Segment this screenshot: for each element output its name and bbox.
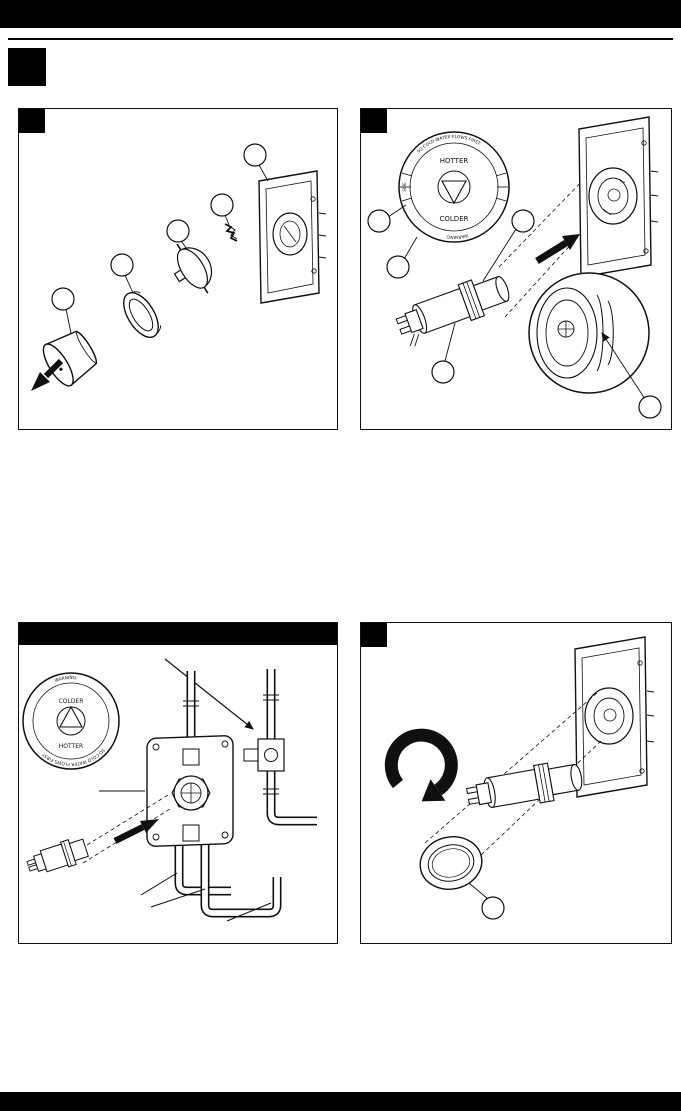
dial-side-label: SIDE bbox=[402, 182, 407, 192]
exploded-trim-illustration bbox=[31, 143, 327, 391]
dial-colder-label: COLDER bbox=[59, 698, 84, 705]
callout-circle bbox=[386, 255, 410, 279]
panel-1-number-box bbox=[19, 109, 45, 133]
figure-panel-2: HOTTER COLDER SIDE SO COLD WATER FLOWS F… bbox=[360, 108, 672, 430]
callout-circle bbox=[51, 287, 75, 311]
handle-adapter bbox=[173, 243, 213, 294]
back-to-back-fitting bbox=[243, 738, 285, 772]
callout-circle bbox=[638, 395, 662, 419]
callout-circles bbox=[367, 204, 535, 384]
retainer-clip bbox=[224, 223, 238, 242]
svg-text:WARNING:: WARNING: bbox=[54, 675, 78, 684]
insert-direction-arrow bbox=[535, 234, 580, 264]
bonnet-ring bbox=[419, 836, 483, 890]
svg-text:WARNING:: WARNING: bbox=[445, 232, 469, 240]
supply-pipes bbox=[174, 669, 317, 918]
escutcheon-plate bbox=[258, 170, 327, 304]
panel-2-number-box bbox=[361, 109, 387, 133]
callout-circle bbox=[243, 143, 267, 167]
header-rule bbox=[8, 38, 673, 40]
trim-ring bbox=[123, 291, 161, 338]
callout-circles bbox=[468, 882, 505, 920]
bonnet-install-illustration bbox=[384, 636, 655, 920]
figure-panel-4 bbox=[360, 622, 672, 944]
handle-knob bbox=[42, 330, 98, 387]
dial-hotter-label: HOTTER bbox=[440, 157, 469, 165]
callout-circles bbox=[51, 143, 269, 334]
callout-circle bbox=[110, 253, 134, 277]
dial-warning-label: WARNING: bbox=[445, 232, 469, 240]
figure-panel-1 bbox=[18, 108, 338, 430]
dial-hotter-label: HOTTER bbox=[59, 743, 83, 750]
callout-circle bbox=[210, 193, 234, 217]
back-to-back-arrow bbox=[164, 658, 254, 730]
callout-circle bbox=[481, 896, 505, 920]
panel-4-number-box bbox=[361, 623, 387, 647]
cartridge-small bbox=[26, 838, 89, 873]
valve-body bbox=[171, 775, 211, 811]
temperature-limit-dial: HOTTER COLDER SIDE SO COLD WATER FLOWS F… bbox=[398, 131, 510, 243]
dial-colder-label: COLDER bbox=[440, 215, 469, 223]
alignment-mark-callout bbox=[601, 332, 662, 419]
panel-3-title-bar bbox=[19, 623, 337, 645]
alignment-guides bbox=[498, 174, 595, 318]
valve-cartridge bbox=[466, 762, 583, 809]
rotate-direction-arrow bbox=[384, 728, 458, 802]
callout-circle bbox=[166, 219, 190, 243]
rough-in-piping-illustration: COLDER HOTTER WARNING: SO COLD WATER FLO… bbox=[22, 658, 317, 922]
wall-plate bbox=[578, 116, 659, 278]
callout-circle bbox=[511, 209, 535, 233]
dial-warning-label: WARNING: bbox=[54, 675, 78, 684]
callout-circle bbox=[431, 360, 455, 384]
figure-panel-3: COLDER HOTTER WARNING: SO COLD WATER FLO… bbox=[18, 622, 338, 944]
insert-direction-arrow bbox=[113, 819, 159, 844]
temperature-limit-dial: COLDER HOTTER WARNING: SO COLD WATER FLO… bbox=[22, 672, 120, 770]
detail-magnifier bbox=[528, 272, 650, 394]
valve-cartridge bbox=[395, 276, 510, 347]
cartridge-install-illustration: HOTTER COLDER SIDE SO COLD WATER FLOWS F… bbox=[367, 116, 662, 419]
wall-plate bbox=[574, 636, 655, 798]
step-number-box bbox=[8, 48, 46, 86]
top-black-bar bbox=[0, 0, 681, 28]
bottom-black-bar bbox=[0, 1092, 681, 1111]
callout-circle bbox=[367, 209, 391, 233]
pull-direction-arrow bbox=[31, 358, 64, 391]
pipe-callout-lines bbox=[99, 790, 272, 922]
